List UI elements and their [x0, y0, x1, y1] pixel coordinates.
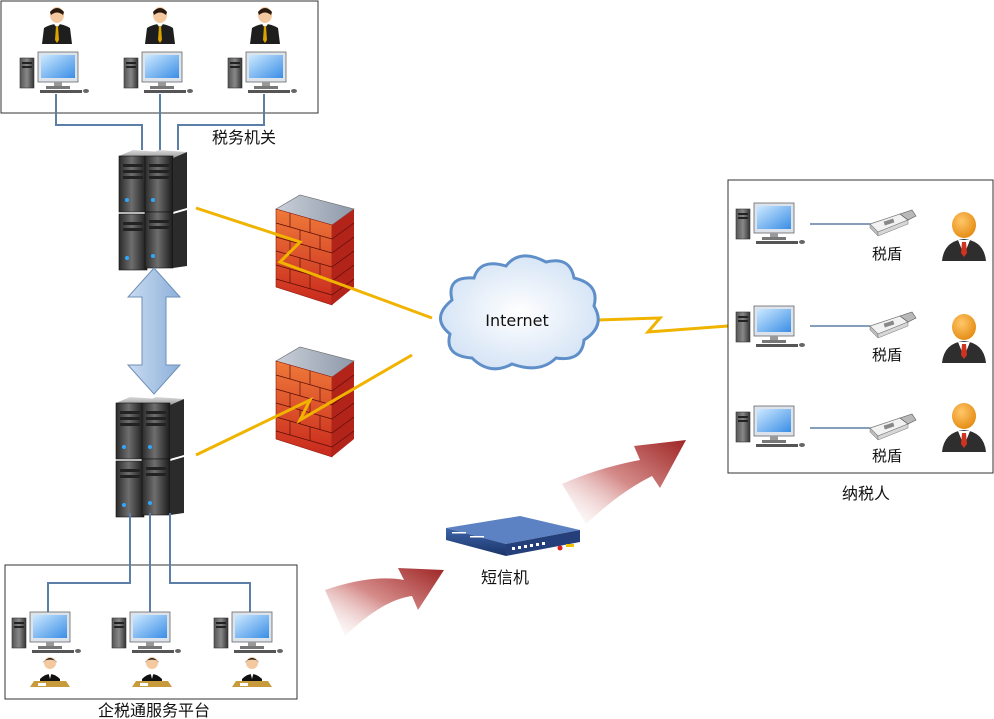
- sms-gateway-icon: [446, 516, 580, 556]
- lightning-icon: [195, 206, 433, 320]
- office-link-lines: [55, 94, 265, 150]
- server-rack-icon: [115, 396, 185, 518]
- bidirectional-arrow-icon: [126, 267, 182, 395]
- lightning-link-top: [195, 206, 433, 320]
- cloud-icon: [439, 254, 600, 371]
- sms-gateway-group: 短信机: [446, 516, 580, 587]
- taxpayer-label: 纳税人: [842, 484, 890, 503]
- enterprise-platform-label: 企税通服务平台: [98, 701, 210, 719]
- lightning-icon: [195, 353, 413, 457]
- internet-cloud: Internet: [439, 254, 600, 371]
- tax-office-label: 税务机关: [212, 128, 276, 147]
- internet-label: Internet: [485, 311, 549, 330]
- firewall-icon: [275, 194, 355, 306]
- firewall-icon: [275, 346, 355, 458]
- tax-shield-label: 税盾: [872, 346, 902, 364]
- lightning-icon: [597, 316, 729, 334]
- taxpayer-group: 税盾 税盾 税盾: [727, 179, 994, 474]
- tax-shield-label: 税盾: [872, 245, 902, 263]
- gradient-arrow-icon: [562, 440, 686, 524]
- enterprise-group: [4, 513, 298, 700]
- server-rack-icon: [118, 149, 188, 271]
- lightning-link-right: [597, 316, 729, 334]
- tax-shield-label: 税盾: [872, 447, 902, 465]
- sms-machine-label: 短信机: [481, 568, 529, 587]
- lightning-link-bottom: [195, 353, 413, 457]
- gradient-arrow-icon: [325, 568, 444, 636]
- server-link-lines: [47, 513, 251, 612]
